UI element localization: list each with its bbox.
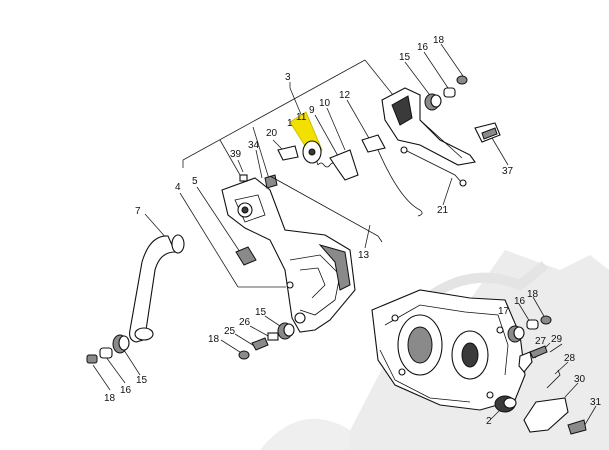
top-fasteners	[424, 75, 468, 111]
label-27: 27	[535, 336, 547, 347]
label-9: 9	[309, 105, 315, 116]
label-2: 2	[486, 416, 492, 427]
label-18-mid: 18	[208, 334, 220, 345]
label-16-top: 16	[417, 42, 429, 53]
label-15-left: 15	[136, 375, 148, 386]
left-fasteners	[86, 334, 130, 364]
rod-13	[269, 175, 383, 243]
label-18-right: 18	[527, 289, 539, 300]
label-34: 34	[248, 140, 260, 151]
callout-labels: 1 2 3 4 5 7 9 10 11 12 13 15 15 15 16 16…	[104, 35, 602, 427]
label-5: 5	[192, 176, 198, 187]
part-37	[474, 122, 501, 143]
label-18-left: 18	[104, 393, 116, 404]
label-16-left: 16	[120, 385, 132, 396]
label-7: 7	[135, 206, 141, 217]
label-13: 13	[358, 250, 370, 261]
bolt-5	[235, 246, 257, 266]
main-housing	[221, 177, 356, 333]
cables-12-21	[361, 134, 467, 217]
label-26: 26	[239, 317, 251, 328]
label-31: 31	[590, 397, 602, 408]
label-29: 29	[551, 334, 563, 345]
label-4: 4	[175, 182, 181, 193]
part-20	[277, 145, 299, 161]
label-11: 11	[296, 112, 307, 123]
label-28: 28	[564, 353, 576, 364]
label-12: 12	[339, 90, 351, 101]
handle-upper	[381, 87, 476, 166]
label-17: 17	[498, 306, 510, 317]
part-1-highlighted	[289, 111, 323, 164]
label-39: 39	[230, 149, 242, 160]
label-10: 10	[319, 98, 331, 109]
leader-lines	[92, 43, 597, 429]
label-16-right: 16	[514, 296, 526, 307]
mid-fasteners	[238, 322, 295, 360]
label-30: 30	[574, 374, 586, 385]
label-37: 37	[502, 166, 514, 177]
label-20: 20	[266, 128, 278, 139]
label-15-top: 15	[399, 52, 411, 63]
label-18-top: 18	[433, 35, 445, 46]
part-10	[329, 149, 359, 181]
label-21: 21	[437, 205, 449, 216]
label-1: 1	[287, 118, 293, 129]
label-15-mid: 15	[255, 307, 267, 318]
part-7-tube	[129, 234, 185, 343]
label-25: 25	[224, 326, 236, 337]
label-3: 3	[285, 72, 291, 83]
crankcase	[371, 289, 526, 411]
right-fasteners	[494, 315, 587, 435]
